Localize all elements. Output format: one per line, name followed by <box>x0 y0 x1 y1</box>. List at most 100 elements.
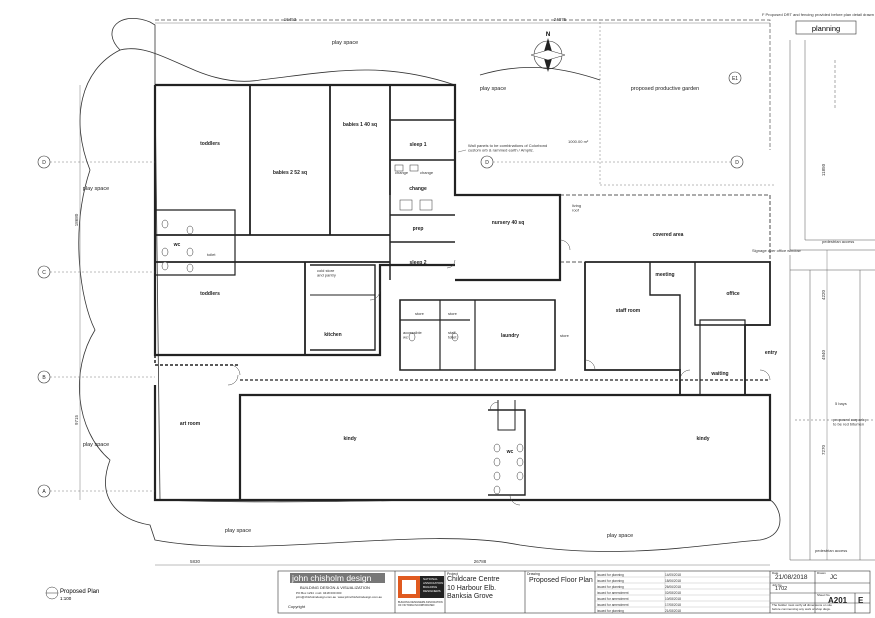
sheet-value: A201 <box>828 596 848 605</box>
zone-play-space-bottom-2: play space <box>607 533 633 539</box>
revision-description: issued for amendment <box>597 591 629 595</box>
room-kitchen: kitchen <box>324 332 342 338</box>
revision-row: issued for amendment 10/08/2018 <box>597 596 769 602</box>
room-change-sub-2: change <box>420 170 434 175</box>
dimension-top-2: 24075 <box>554 17 567 22</box>
revision-date: 17/08/2018 <box>665 603 681 607</box>
brand-contact: PO Box 1234 mob: 0418 000 000 john@chish… <box>296 591 382 599</box>
room-wc-2: wc <box>506 449 514 455</box>
revision-description: issued for amendment <box>597 603 629 607</box>
dimension-left-1: 18680 <box>74 213 79 226</box>
grid-label-c-left: C <box>42 270 46 276</box>
room-toddlers-2: toddlers <box>200 291 220 297</box>
room-kindy-2: kindy <box>696 436 709 442</box>
room-sleep-2: sleep 2 <box>410 260 427 266</box>
room-kindy-1: kindy <box>343 436 356 442</box>
revision-date: 14/05/2018 <box>665 573 681 577</box>
room-change: change <box>409 186 427 192</box>
revision-description: issued for planning <box>597 585 624 589</box>
dimension-right-2: 4940 <box>821 349 826 360</box>
pedestrian-note-1: pedestrian access <box>822 239 854 244</box>
room-store-2: store <box>448 311 458 316</box>
zone-play-space-left-2: play space <box>83 442 109 448</box>
room-laundry: laundry <box>501 333 519 339</box>
revision-letter: E <box>858 596 864 605</box>
room-waiting: waiting <box>710 371 728 377</box>
drawn-label: Drawn <box>817 571 826 575</box>
date-label: Date <box>772 571 779 575</box>
room-toilet-small: toilet <box>207 252 216 257</box>
room-change-sub-1: change <box>395 170 409 175</box>
revision-description: issued for planning <box>597 573 624 577</box>
room-babies-1: babies 1 40 sq <box>343 122 377 128</box>
north-label: N <box>546 32 550 38</box>
zone-play-space-bottom: play space <box>225 528 251 534</box>
site-boundary <box>155 19 771 150</box>
sheet-label: Sheet No. <box>817 593 831 597</box>
room-wc-1: wc <box>173 242 181 248</box>
drawing-title: Proposed Floor Plan <box>529 577 593 584</box>
north-arrow: N <box>530 32 566 72</box>
room-meeting: meeting <box>655 272 674 278</box>
brand-name: john chisholm design <box>292 573 372 583</box>
grid-label-d-right: D <box>735 160 739 166</box>
toilet-fixtures <box>161 164 524 495</box>
room-store-1: store <box>415 311 425 316</box>
project-label: Project <box>447 572 458 576</box>
grid-label-e1: E1 <box>732 76 738 82</box>
room-prep: prep <box>413 226 424 232</box>
revision-date: 18/06/2018 <box>665 579 681 583</box>
room-sleep-1: sleep 1 <box>410 142 427 148</box>
revision-date: 02/08/2018 <box>665 591 681 595</box>
brand-subtitle: BUILDING DESIGN & VISUALIZATION <box>300 585 370 590</box>
drawn-value: JC <box>830 575 838 581</box>
view-scale: 1:100 <box>60 596 72 601</box>
wall-panel-note: Wall panels to be combinations of Colorb… <box>468 143 547 153</box>
garden-boundary <box>599 22 775 186</box>
room-staff-room: staff room <box>616 308 641 314</box>
stamp-note: F Proposed DRT and fencing provided befo… <box>762 12 874 17</box>
revision-row: issued for amendment 02/08/2018 <box>597 590 769 596</box>
revision-date: 10/08/2018 <box>665 597 681 601</box>
zone-play-space-left: play space <box>83 186 109 192</box>
revision-date: 21/08/2018 <box>665 609 681 613</box>
zone-area-note: 1000.00 m² <box>568 139 589 144</box>
planning-stamp: planning <box>812 24 840 33</box>
dimension-top-1: 16453 <box>284 17 297 22</box>
dimension-left-2: 9715 <box>74 414 79 425</box>
room-art-room: art room <box>180 421 201 427</box>
room-office: office <box>726 291 740 297</box>
street-area <box>789 40 875 561</box>
room-store-3: store <box>560 333 570 338</box>
room-babies-2: babies 2 52 sq <box>273 170 307 176</box>
copyright-label: Copyright <box>288 604 306 609</box>
grid-label-a-left: A <box>42 489 46 495</box>
dimension-bottom-2: 26788 <box>474 559 487 564</box>
zone-garden: proposed productive garden <box>631 86 700 92</box>
dimension-right-1: 4220 <box>821 289 826 300</box>
project-name: Childcare Centre 10 Harbour Elb. Banksia… <box>447 576 500 600</box>
room-toddlers-1: toddlers <box>200 141 220 147</box>
zone-play-space-top: play space <box>332 40 358 46</box>
room-entry: entry <box>765 350 777 356</box>
drawing-label: Drawing <box>527 572 540 576</box>
revision-description: issued for amendment <box>597 597 629 601</box>
dimension-bottom-1: 5830 <box>190 559 201 564</box>
zone-play-space-mid: play space <box>480 86 506 92</box>
association-logo-text: NATIONAL ASSOCIATION BUILDING DESIGNERS <box>423 577 444 593</box>
signage-note: Signage over office window <box>752 248 801 253</box>
dimension-right-4: 11850 <box>821 163 826 176</box>
room-covered-area: covered area <box>653 232 684 238</box>
room-nursery: nursery 40 sq <box>492 220 525 226</box>
job-label: Job No. <box>772 583 783 587</box>
job-value: 1702 <box>775 586 788 592</box>
grid-label-b-left: B <box>42 375 46 381</box>
